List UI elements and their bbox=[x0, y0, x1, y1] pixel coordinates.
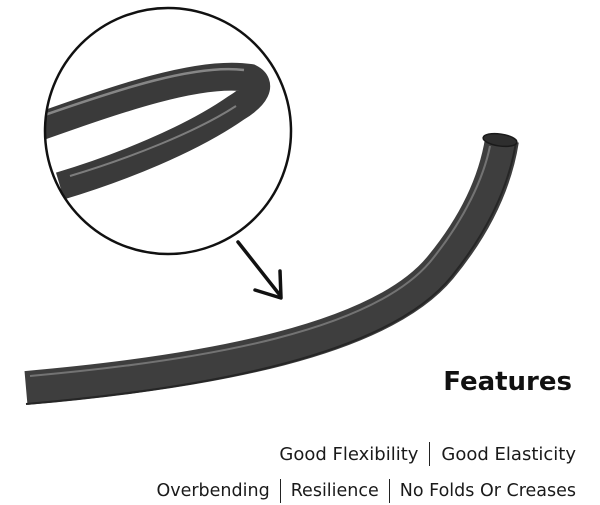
zoom-tube-loop bbox=[45, 62, 271, 200]
feature-resilience: Resilience bbox=[290, 481, 379, 501]
feature-overbending: Overbending bbox=[156, 481, 270, 501]
tube-highlight bbox=[29, 145, 491, 377]
tube-body bbox=[24, 137, 519, 405]
arrow-down-right-icon bbox=[236, 240, 283, 300]
zoom-circle-outline bbox=[43, 6, 293, 256]
feature-no-folds-or-creases: No Folds Or Creases bbox=[399, 481, 576, 501]
tube bbox=[24, 132, 519, 405]
features-heading: Features bbox=[443, 367, 572, 397]
feature-separator bbox=[279, 479, 281, 503]
features-row-2: Overbending Resilience No Folds Or Creas… bbox=[0, 477, 576, 505]
tube-shadow-edge bbox=[25, 141, 517, 405]
feature-good-flexibility: Good Flexibility bbox=[279, 443, 419, 465]
zoom-tube-highlight-lower bbox=[69, 105, 237, 177]
zoom-tube-highlight bbox=[45, 67, 245, 120]
feature-separator bbox=[429, 442, 431, 466]
zoom-detail-circle bbox=[43, 6, 293, 256]
features-row-1: Good Flexibility Good Elasticity bbox=[0, 440, 576, 468]
feature-separator bbox=[388, 479, 390, 503]
tube-end-cap bbox=[482, 132, 518, 148]
feature-good-elasticity: Good Elasticity bbox=[441, 443, 576, 465]
